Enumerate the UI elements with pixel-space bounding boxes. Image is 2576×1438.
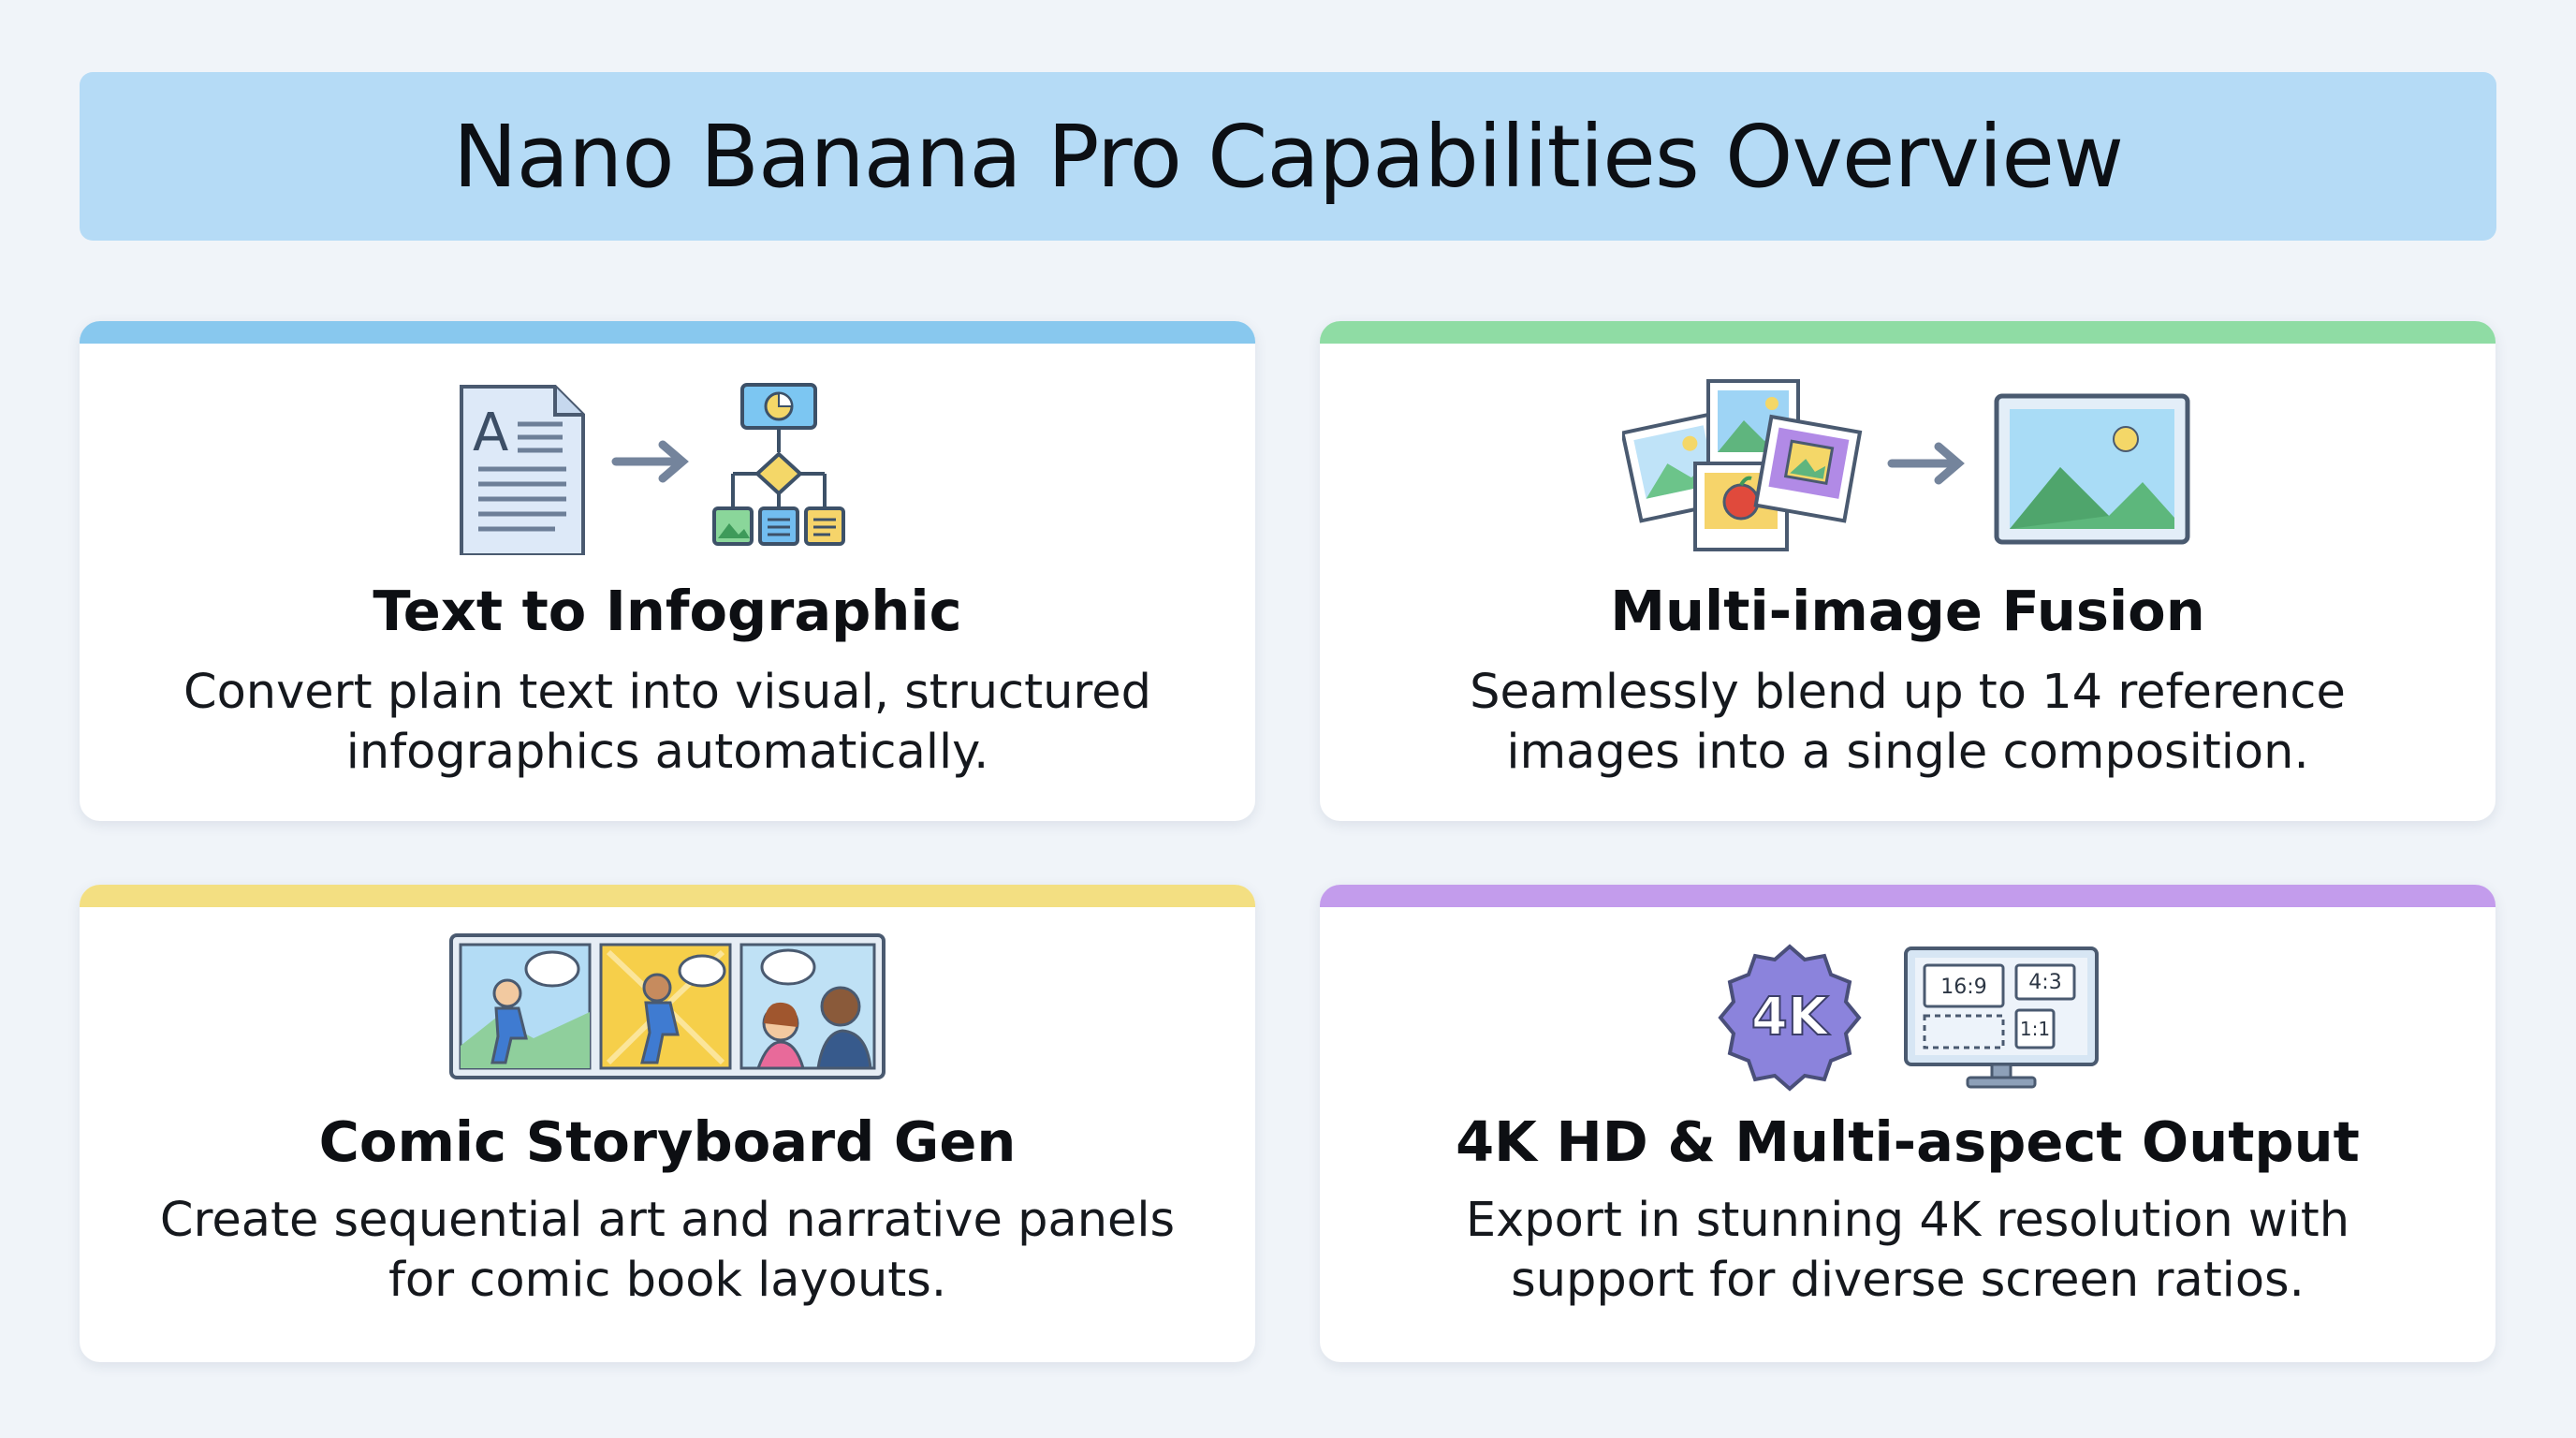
card-title: 4K HD & Multi-aspect Output [1456,1109,2360,1174]
svg-text:A: A [473,403,508,463]
card-title: Text to Infographic [373,579,962,643]
card-multi-image-fusion: Multi-image Fusion Seamlessly blend up t… [1320,321,2496,821]
card-accent-bar [80,321,1255,344]
card-description: Export in stunning 4K resolution with su… [1465,1193,2350,1308]
card-accent-bar [80,885,1255,907]
4k-badge-label: 4K [1751,987,1831,1048]
card-title: Multi-image Fusion [1610,579,2205,643]
4k-badge-icon: 4K [1718,944,1862,1092]
card-comic-storyboard: Comic Storyboard Gen Create sequential a… [80,885,1255,1362]
4k-multi-aspect-icon: 4K 16:9 4:3 1:1 [1320,933,2496,1102]
card-title: Comic Storyboard Gen [318,1109,1017,1174]
ratio-label-16-9: 16:9 [1940,976,1986,999]
multi-image-fusion-icon [1320,377,2496,555]
ratio-label-1-1: 1:1 [2020,1018,2050,1040]
card-accent-bar [1320,321,2496,344]
card-description: Convert plain text into visual, structur… [183,665,1152,780]
ratio-label-4-3: 4:3 [2028,971,2061,994]
card-text-to-infographic: A [80,321,1255,821]
card-accent-bar [1320,885,2496,907]
title-banner: Nano Banana Pro Capabilities Overview [80,72,2496,241]
card-4k-output: 4K 16:9 4:3 1:1 4K HD & Multi-aspect Out… [1320,885,2496,1362]
card-description: Seamlessly blend up to 14 reference imag… [1470,665,2346,780]
page-title: Nano Banana Pro Capabilities Overview [452,106,2124,207]
aspect-ratio-monitor-icon: 16:9 4:3 1:1 [1904,946,2099,1089]
card-description: Create sequential art and narrative pane… [159,1193,1176,1308]
text-to-infographic-icon: A [80,377,1255,555]
comic-storyboard-icon [80,933,1255,1102]
